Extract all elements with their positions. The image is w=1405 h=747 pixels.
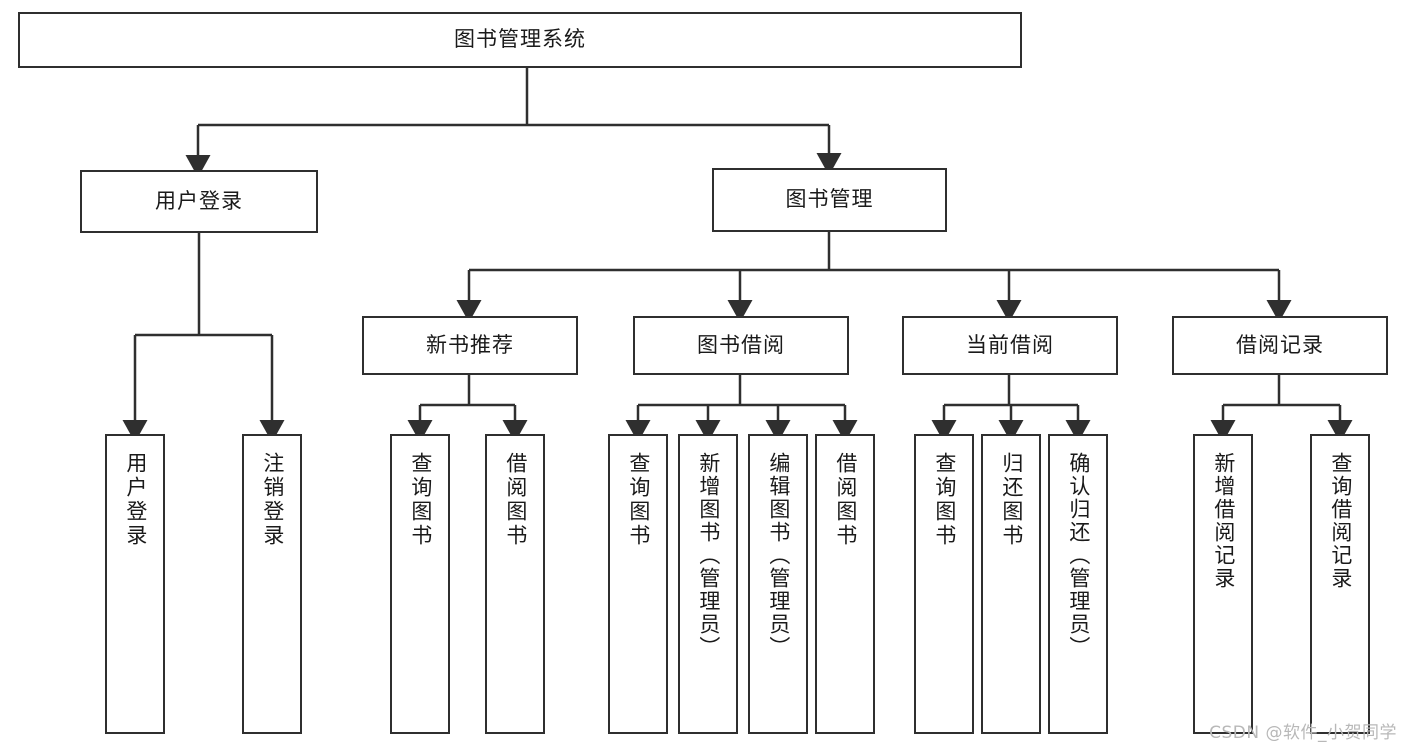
leaf-borrow-add-book-admin[interactable]: 新增图书（管理员）	[678, 434, 738, 734]
node-current-borrow[interactable]: 当前借阅	[902, 316, 1118, 375]
leaf-new-book-query-books[interactable]: 查询图书	[390, 434, 450, 734]
node-book-management[interactable]: 图书管理	[712, 168, 947, 232]
leaf-record-add-borrow-record[interactable]: 新增借阅记录	[1193, 434, 1253, 734]
leaf-new-book-borrow-books[interactable]: 借阅图书	[485, 434, 545, 734]
node-label: 新增图书（管理员）	[696, 452, 721, 659]
leaf-borrow-edit-book-admin[interactable]: 编辑图书（管理员）	[748, 434, 808, 734]
node-new-book-recommend[interactable]: 新书推荐	[362, 316, 578, 375]
node-label: 注销登录	[260, 452, 285, 548]
leaf-borrow-query-books[interactable]: 查询图书	[608, 434, 668, 734]
node-label: 归还图书	[999, 452, 1024, 548]
node-root-book-management-system[interactable]: 图书管理系统	[18, 12, 1022, 68]
node-user-login[interactable]: 用户登录	[80, 170, 318, 233]
node-label: 用户登录	[123, 452, 148, 548]
node-label: 新增借阅记录	[1211, 452, 1236, 590]
node-label: 图书管理系统	[454, 27, 586, 52]
node-label: 查询图书	[626, 452, 651, 548]
node-label: 编辑图书（管理员）	[766, 452, 791, 659]
leaf-record-query-borrow-record[interactable]: 查询借阅记录	[1310, 434, 1370, 734]
node-label: 借阅图书	[503, 452, 528, 548]
leaf-borrow-borrow-books[interactable]: 借阅图书	[815, 434, 875, 734]
node-label: 查询图书	[408, 452, 433, 548]
node-label: 用户登录	[155, 188, 243, 213]
node-label: 新书推荐	[426, 332, 514, 357]
node-book-borrow[interactable]: 图书借阅	[633, 316, 849, 375]
leaf-user-login-signout[interactable]: 注销登录	[242, 434, 302, 734]
node-label: 借阅记录	[1236, 332, 1324, 357]
node-label: 图书管理	[785, 187, 874, 212]
leaf-current-return-books[interactable]: 归还图书	[981, 434, 1041, 734]
leaf-current-confirm-return-admin[interactable]: 确认归还（管理员）	[1048, 434, 1108, 734]
node-label: 查询图书	[932, 452, 957, 548]
node-borrow-record[interactable]: 借阅记录	[1172, 316, 1388, 375]
node-label: 确认归还（管理员）	[1066, 452, 1091, 659]
node-label: 图书借阅	[697, 332, 785, 357]
node-label: 当前借阅	[966, 332, 1054, 357]
node-label: 借阅图书	[833, 452, 858, 548]
leaf-current-query-books[interactable]: 查询图书	[914, 434, 974, 734]
leaf-user-login-signin[interactable]: 用户登录	[105, 434, 165, 734]
node-label: 查询借阅记录	[1328, 452, 1353, 590]
